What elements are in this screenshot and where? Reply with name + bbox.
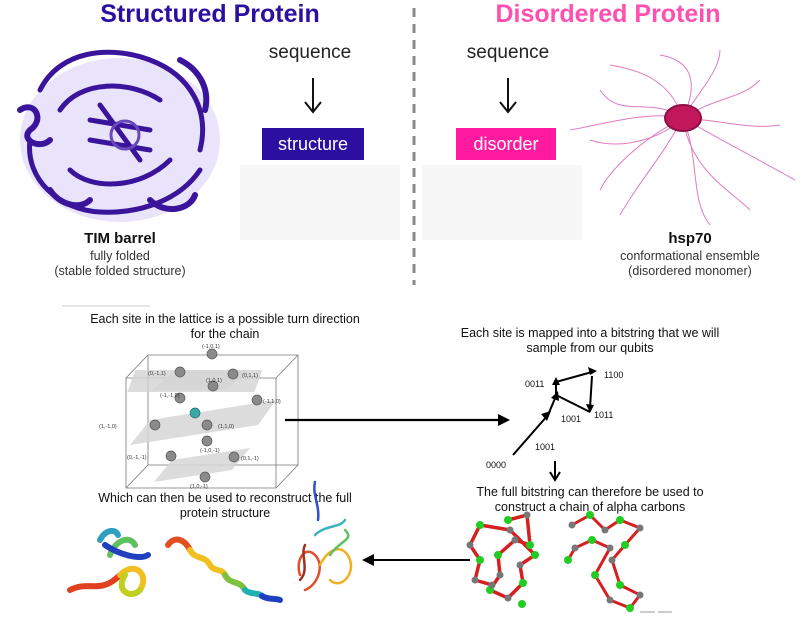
lattice-label: (1,-1,0) bbox=[99, 424, 117, 430]
alpha-carbon-chain-2 bbox=[564, 511, 644, 612]
helix-image-2 bbox=[165, 536, 283, 603]
bitstring-label: 1001 bbox=[535, 442, 555, 452]
bitstring-label: 1001 bbox=[561, 414, 581, 424]
bitstring-down-arrow bbox=[549, 461, 561, 482]
helix-image-1 bbox=[67, 527, 151, 597]
lattice-labels: (-1,0,1) (0,-1,1) (0,1,1) (1,0,1) (-1,-1… bbox=[99, 344, 281, 490]
reconstruct-description-2: protein structure bbox=[179, 506, 271, 520]
tim-barrel-sub-2: (stable folded structure) bbox=[54, 264, 186, 278]
bitstring-label: 1100 bbox=[604, 370, 623, 380]
bitstring-description-1: Each site is mapped into a bitstring tha… bbox=[460, 326, 720, 340]
bitstring-label: 1011 bbox=[594, 410, 613, 420]
reconstruct-description-1: Which can then be used to reconstruct th… bbox=[98, 491, 352, 505]
bitstring-label: 0000 bbox=[486, 460, 506, 470]
lattice-label: (0,-1,1) bbox=[148, 371, 166, 377]
right-down-arrow bbox=[499, 78, 517, 114]
lattice-label: (-1,1,0) bbox=[263, 399, 281, 405]
bitstring-description-2: sample from our qubits bbox=[526, 341, 654, 355]
lattice-description-1: Each site in the lattice is a possible t… bbox=[90, 312, 360, 326]
lattice-description-2: for the chain bbox=[190, 327, 260, 341]
alpha-carbon-chain-1 bbox=[466, 511, 539, 608]
hsp70-caption: hsp70 bbox=[668, 230, 712, 247]
right-sequence-label: sequence bbox=[466, 42, 550, 63]
lattice-label: (0,-1,-1) bbox=[127, 455, 147, 461]
tim-barrel-image bbox=[17, 49, 220, 222]
lattice-label: (-1,0,-1) bbox=[200, 448, 220, 454]
tim-barrel-sub-1: fully folded bbox=[90, 249, 150, 263]
full-protein-image bbox=[297, 480, 353, 592]
lattice-label: (0,1,1) bbox=[242, 373, 258, 379]
lattice-label: (0,1,-1) bbox=[241, 456, 259, 462]
structure-box: structure bbox=[262, 128, 364, 160]
disorder-box: disorder bbox=[456, 128, 556, 160]
left-faint-panel bbox=[240, 165, 400, 240]
right-faint-panel bbox=[422, 165, 582, 240]
lattice-label: (-1,-1,0) bbox=[160, 393, 180, 399]
structured-protein-title: Structured Protein bbox=[100, 0, 320, 28]
lattice-label: (-1,0,1) bbox=[202, 344, 220, 350]
lattice-label: (1,0,1) bbox=[206, 378, 222, 384]
lattice-label: (1,1,0) bbox=[218, 424, 234, 430]
bitstring-path bbox=[512, 367, 597, 456]
hsp70-ensemble-image bbox=[569, 49, 796, 226]
tim-barrel-caption: TIM barrel bbox=[84, 230, 156, 247]
hsp70-sub-2: (disordered monomer) bbox=[628, 264, 752, 278]
lattice-sites bbox=[149, 348, 263, 483]
disordered-protein-title: Disordered Protein bbox=[495, 0, 721, 28]
chain-to-protein-arrow bbox=[362, 554, 470, 566]
chain-description-1: The full bitstring can therefore be used… bbox=[476, 485, 704, 499]
hsp70-sub-1: conformational ensemble bbox=[620, 249, 760, 263]
left-sequence-label: sequence bbox=[268, 42, 352, 63]
bitstring-labels: 0000 1001 1001 0011 1100 1011 bbox=[486, 370, 623, 470]
chain-description-2: construct a chain of alpha carbons bbox=[494, 500, 686, 514]
bitstring-label: 0011 bbox=[525, 379, 544, 389]
left-down-arrow bbox=[304, 78, 322, 114]
lattice-to-bitstring-arrow bbox=[285, 414, 510, 426]
lattice-label: (1,0,-1) bbox=[190, 484, 208, 490]
